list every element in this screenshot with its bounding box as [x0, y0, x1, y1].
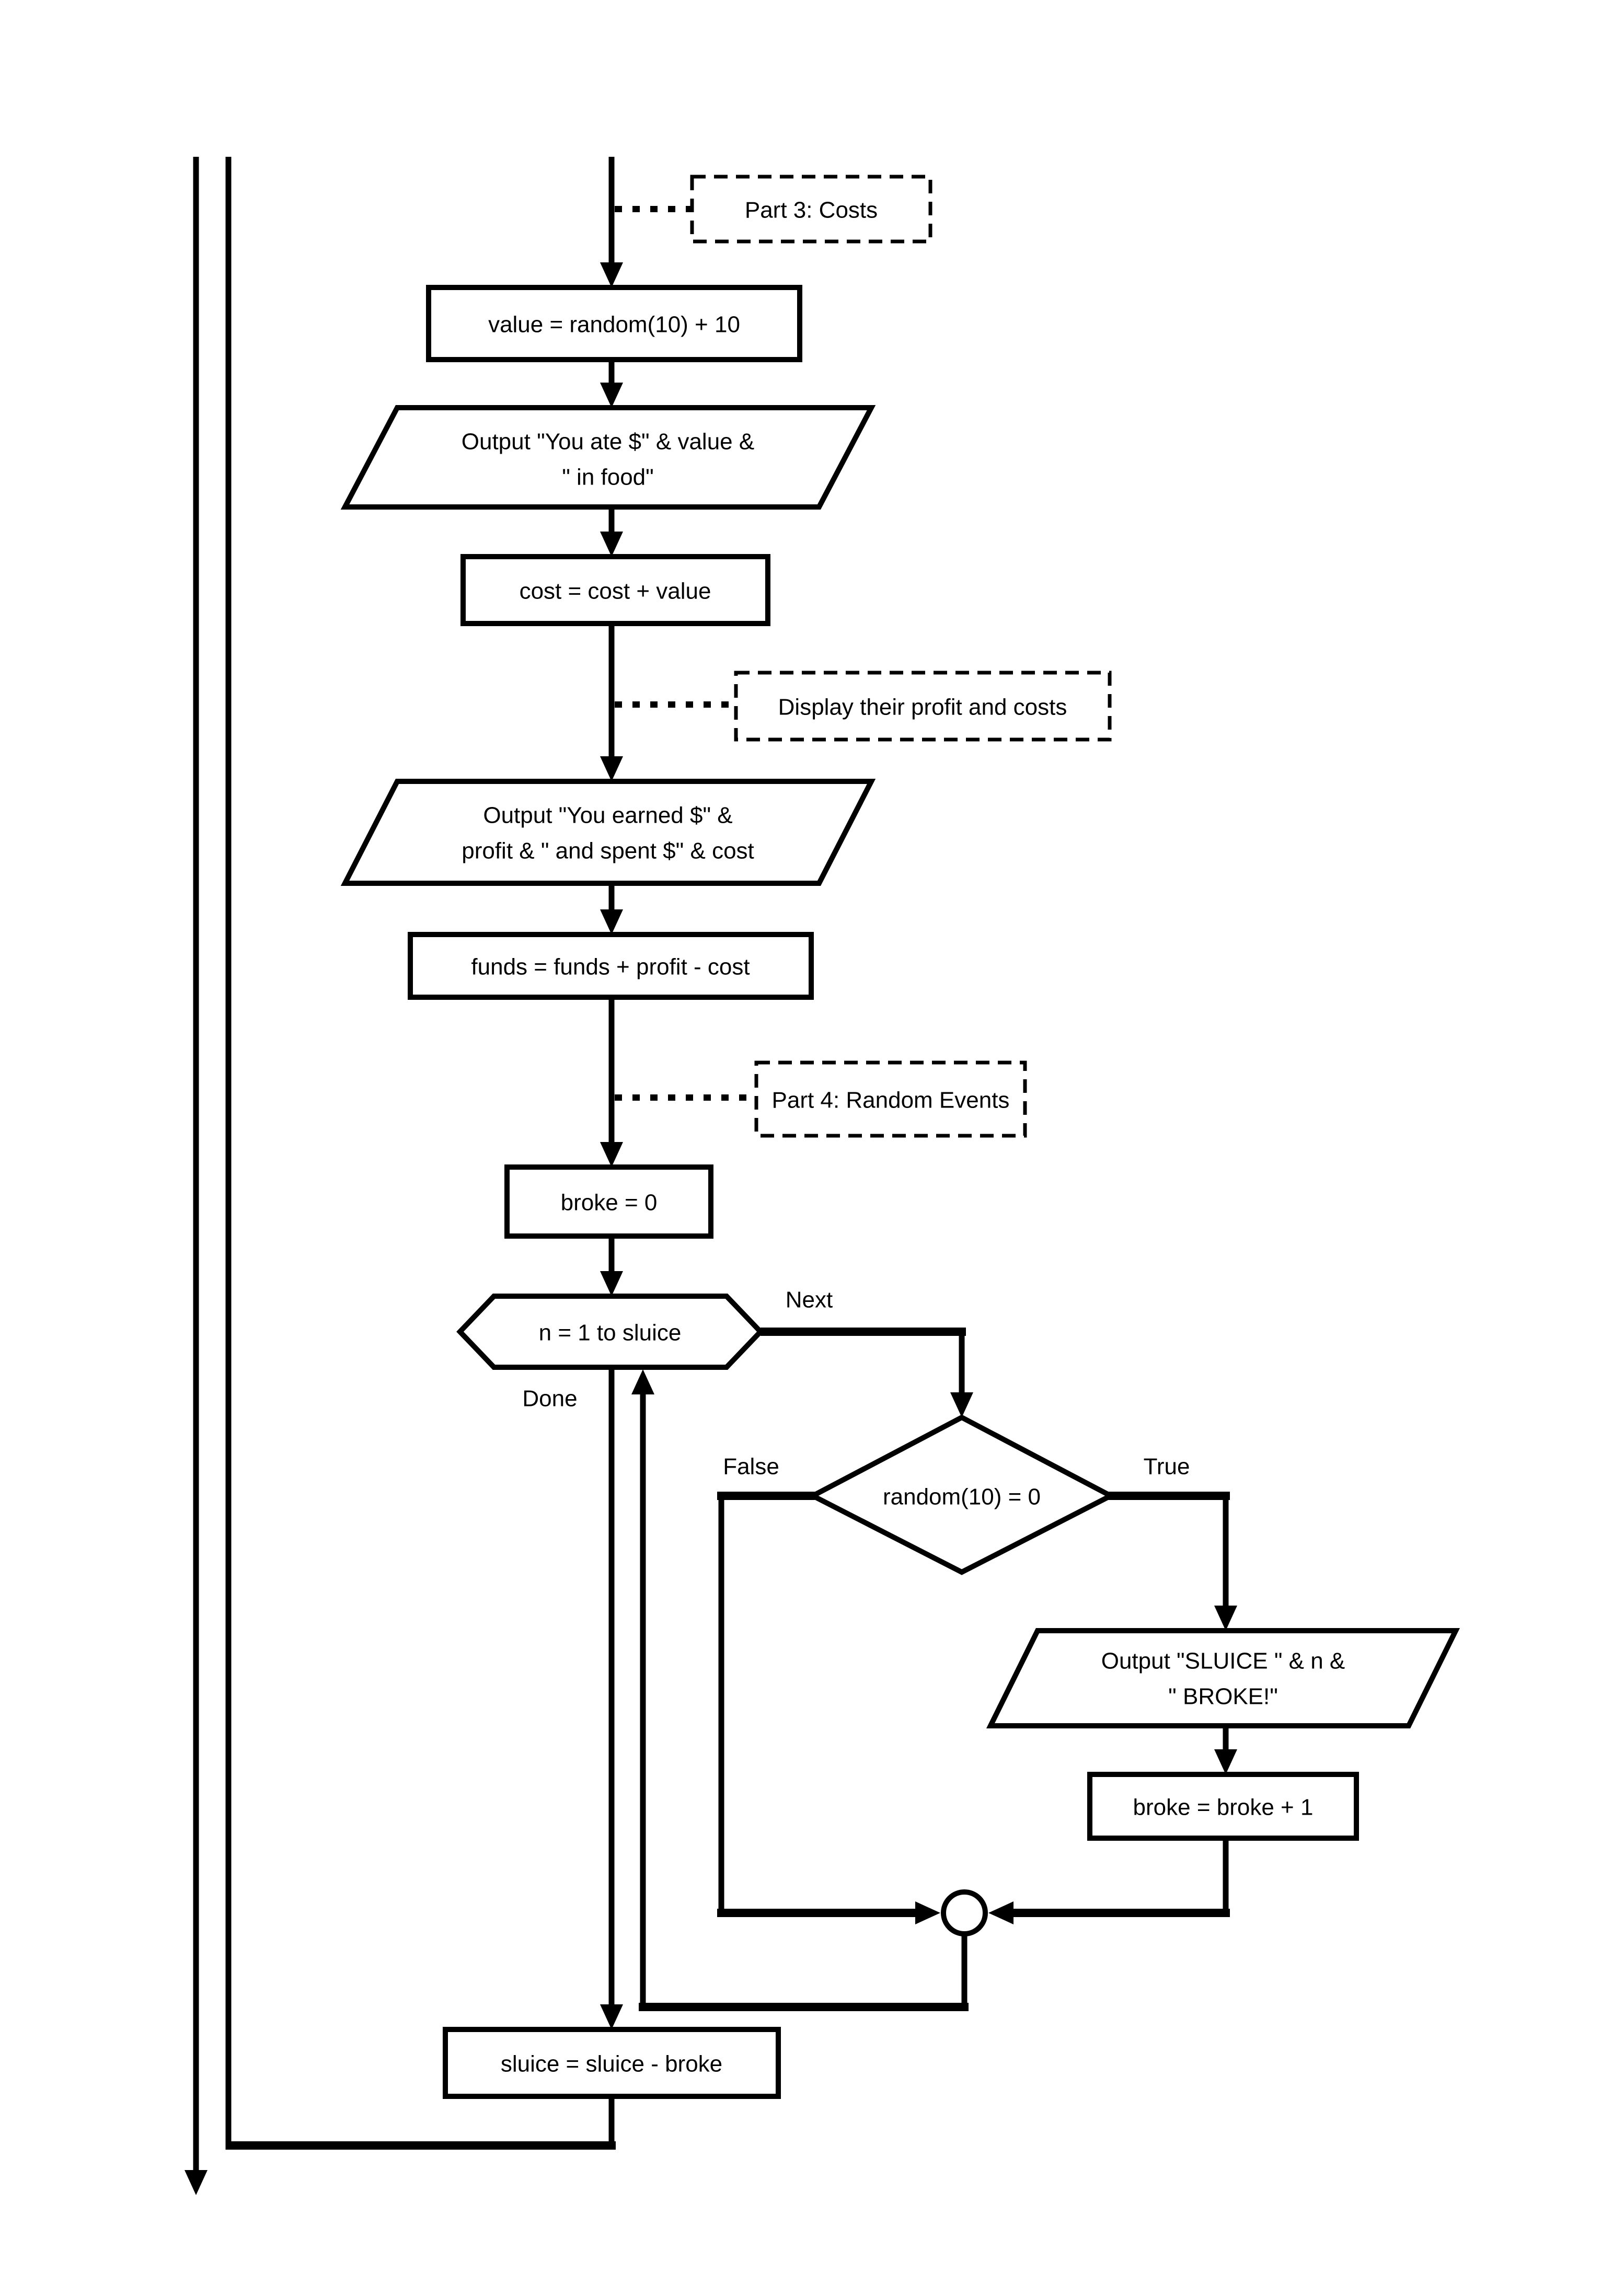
process-box-broke-init	[504, 1164, 713, 1239]
io-label-output-sluice-broke-line1: Output "SLUICE " & n &	[1101, 1648, 1345, 1674]
io-label-output-earned-line1: Output "You earned $" &	[483, 803, 732, 828]
decision-diamond	[807, 1414, 1116, 1575]
io-label-output-food-line2: " in food"	[562, 465, 654, 490]
arrowhead-into-connector-right	[988, 1901, 1013, 1924]
process-label-sluice-update: sluice = sluice - broke	[501, 2051, 722, 2077]
callout-label-display-profit: Display their profit and costs	[778, 695, 1067, 720]
callout-boxes	[690, 175, 1112, 1138]
io-parallelogram-output-food	[340, 405, 876, 510]
process-box-broke-increment	[1087, 1772, 1359, 1841]
arrowhead-into-value-assign	[600, 262, 623, 287]
arrowhead-into-broke-init	[600, 1142, 623, 1167]
decision-label: random(10) = 0	[883, 1484, 1041, 1510]
io-label-output-food-line1: Output "You ate $" & value &	[462, 429, 754, 455]
arrowhead-into-connector-left	[915, 1901, 940, 1924]
arrowhead-into-decision	[950, 1392, 973, 1417]
edge-label-done: Done	[522, 1386, 577, 1412]
process-box-funds-assign	[408, 932, 814, 1000]
io-parallelogram-output-earned	[340, 779, 876, 886]
flow-lines	[193, 157, 1229, 2171]
arrowhead-into-cost-assign	[600, 532, 623, 557]
loop-label: n = 1 to sluice	[539, 1320, 682, 1346]
merge-connector-circle	[941, 1889, 988, 1936]
edge-label-false: False	[723, 1454, 779, 1480]
callout-label-part4: Part 4: Random Events	[772, 1088, 1010, 1113]
callout-connectors	[615, 206, 756, 1101]
arrowhead-into-sluice-update	[600, 2004, 623, 2029]
arrowhead-into-output-sluice-broke	[1214, 1606, 1237, 1631]
process-label-broke-init: broke = 0	[561, 1190, 658, 1216]
process-label-cost-assign: cost = cost + value	[520, 579, 711, 604]
arrowhead-into-funds-assign	[600, 909, 623, 934]
callout-box-part3	[690, 175, 932, 244]
edge-label-next: Next	[786, 1287, 833, 1313]
node-labels: Part 3: Costs value = random(10) + 10 Ou…	[462, 198, 1345, 2077]
arrowhead-loop-return-up	[631, 1369, 654, 1394]
flow-lines-horizontal	[228, 1328, 1230, 2150]
io-label-output-sluice-broke-line2: " BROKE!"	[1168, 1684, 1278, 1710]
arrowhead-into-loop-hexagon	[600, 1271, 623, 1296]
arrowhead-into-broke-increment	[1214, 1749, 1237, 1774]
callout-box-display-profit	[734, 671, 1112, 742]
arrowhead-into-output-food	[600, 383, 623, 408]
callout-label-part3: Part 3: Costs	[745, 198, 878, 223]
process-box-cost-assign	[460, 554, 770, 626]
process-label-funds-assign: funds = funds + profit - cost	[471, 954, 750, 980]
process-box-sluice-update	[443, 2027, 781, 2099]
io-label-output-earned-line2: profit & " and spent $" & cost	[462, 838, 754, 864]
callout-box-part4	[754, 1060, 1027, 1138]
process-label-broke-increment: broke = broke + 1	[1133, 1795, 1314, 1820]
process-box-value-assign	[426, 285, 802, 362]
edge-label-true: True	[1144, 1454, 1190, 1480]
arrowheads	[185, 262, 1237, 2195]
loop-hexagon	[456, 1294, 764, 1370]
arrowhead-into-output-earned	[600, 756, 623, 781]
process-label-value-assign: value = random(10) + 10	[488, 312, 740, 338]
node-shapes	[340, 285, 1460, 2099]
arrowhead-outer-flow-down	[185, 2170, 208, 2195]
io-parallelogram-output-sluice-broke	[986, 1628, 1460, 1728]
